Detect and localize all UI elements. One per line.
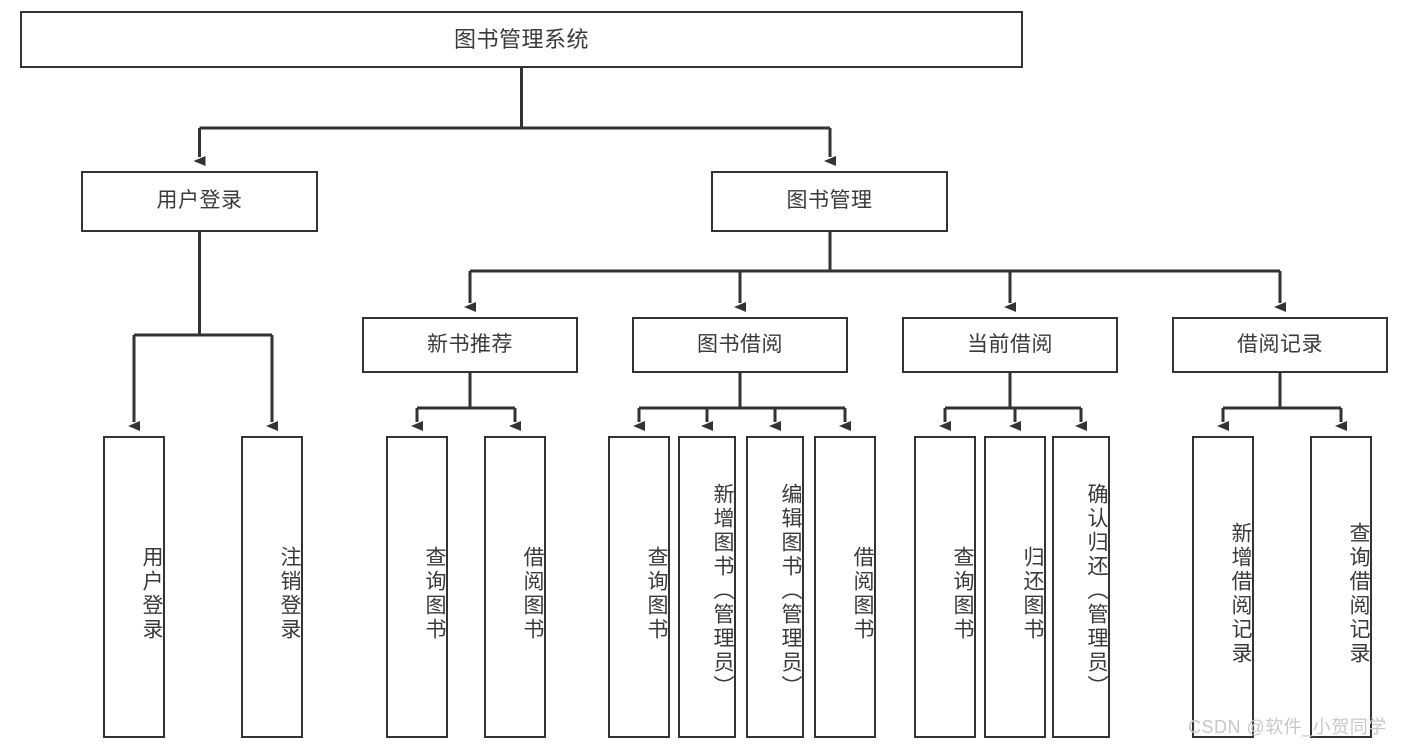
- node-user-login[interactable]: 用户登录: [81, 171, 318, 232]
- node-book-borrow[interactable]: 图书借阅: [632, 317, 848, 373]
- node-leaf-add-book-admin[interactable]: 新增图书（管理员）: [678, 436, 736, 738]
- node-root[interactable]: 图书管理系统: [20, 11, 1023, 68]
- watermark-text: CSDN @软件_小贺同学: [1188, 717, 1387, 737]
- node-leaf-query-borrow-record[interactable]: 查询借阅记录: [1310, 436, 1372, 738]
- node-borrow-record[interactable]: 借阅记录: [1172, 317, 1388, 373]
- node-leaf-borrow-book-rec[interactable]: 借阅图书: [484, 436, 546, 738]
- node-leaf-query-book-borrow[interactable]: 查询图书: [608, 436, 670, 738]
- node-new-book-recommend[interactable]: 新书推荐: [362, 317, 578, 373]
- node-leaf-add-borrow-record[interactable]: 新增借阅记录: [1192, 436, 1254, 738]
- node-book-manage[interactable]: 图书管理: [711, 171, 948, 232]
- node-leaf-query-book-rec[interactable]: 查询图书: [386, 436, 448, 738]
- node-leaf-return-book[interactable]: 归还图书: [984, 436, 1046, 738]
- node-leaf-borrow-book[interactable]: 借阅图书: [814, 436, 876, 738]
- node-leaf-confirm-return-admin[interactable]: 确认归还（管理员）: [1052, 436, 1110, 738]
- node-leaf-edit-book-admin[interactable]: 编辑图书（管理员）: [746, 436, 804, 738]
- node-current-borrow[interactable]: 当前借阅: [902, 317, 1118, 373]
- node-leaf-user-logout[interactable]: 注销登录: [241, 436, 303, 738]
- node-leaf-user-login[interactable]: 用户登录: [103, 436, 165, 738]
- node-leaf-query-book-current[interactable]: 查询图书: [914, 436, 976, 738]
